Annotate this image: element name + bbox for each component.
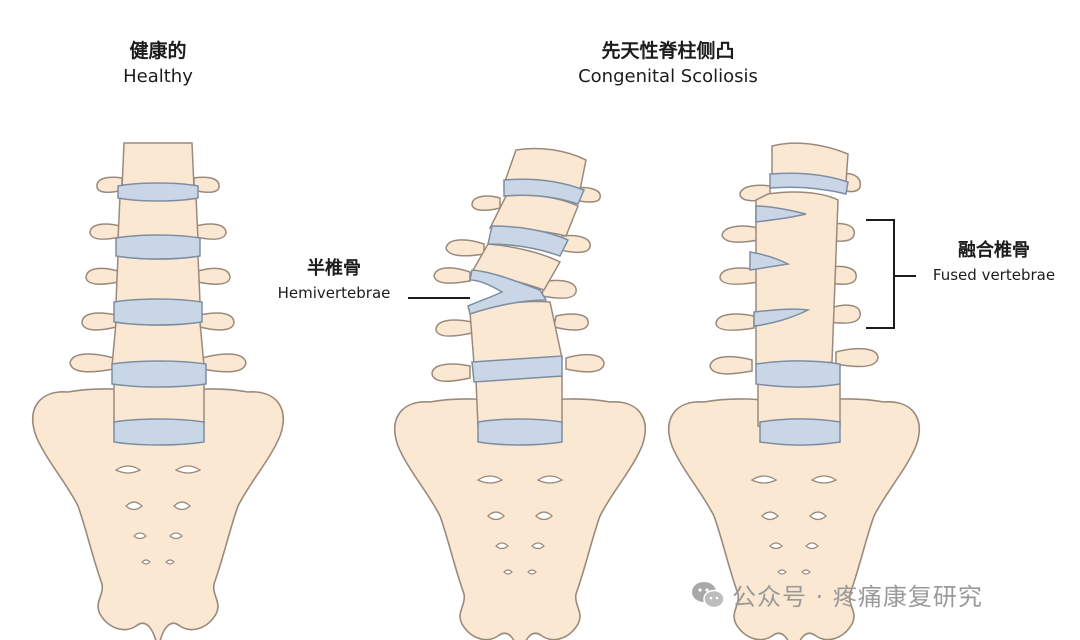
fused-spine xyxy=(667,142,921,640)
congenital-title-en: Congenital Scoliosis xyxy=(578,66,758,87)
wechat-icon xyxy=(692,582,725,609)
fused-label: 融合椎骨 Fused vertebrae xyxy=(920,238,1068,286)
hemivertebrae-label: 半椎骨 Hemivertebrae xyxy=(262,256,406,304)
congenital-title-zh: 先天性脊柱侧凸 xyxy=(601,40,735,62)
watermark-text: 公众号 · 疼痛康复研究 xyxy=(732,583,983,611)
healthy-title-zh: 健康的 xyxy=(129,40,187,62)
healthy-title: 健康的 Healthy xyxy=(58,38,258,90)
congenital-title: 先天性脊柱侧凸 Congenital Scoliosis xyxy=(548,38,788,90)
hemivertebrae-spine xyxy=(393,147,647,640)
fused-label-zh: 融合椎骨 xyxy=(958,240,1030,261)
healthy-spine xyxy=(31,142,285,640)
watermark: 公众号 · 疼痛康复研究 xyxy=(690,580,983,613)
hemivertebrae-label-en: Hemivertebrae xyxy=(277,284,391,302)
hemivertebrae-label-zh: 半椎骨 xyxy=(307,258,361,279)
fused-bracket xyxy=(866,219,895,329)
healthy-title-en: Healthy xyxy=(123,66,193,87)
fused-label-en: Fused vertebrae xyxy=(932,266,1056,284)
